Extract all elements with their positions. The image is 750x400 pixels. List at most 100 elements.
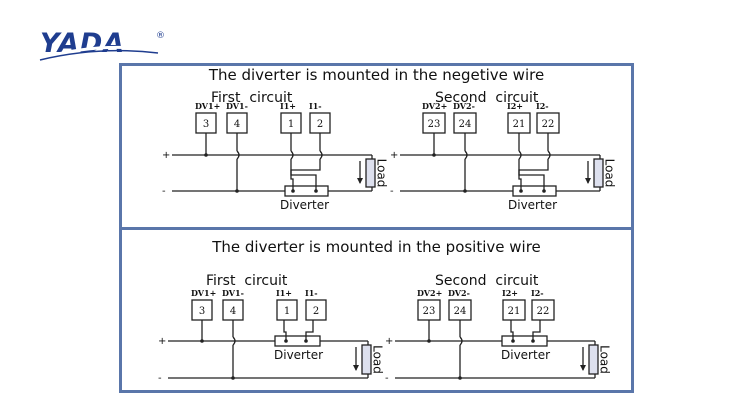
junction-dot	[231, 376, 235, 380]
minus-sign: -	[158, 373, 162, 384]
diverter-label: Diverter	[501, 348, 550, 362]
circuit-title: First circuit	[206, 273, 288, 289]
junction-dot	[427, 339, 431, 343]
junction-dot	[314, 189, 318, 193]
terminal-number-24: 24	[459, 119, 472, 130]
wire-crossover	[459, 336, 463, 346]
terminal-21	[502, 299, 526, 321]
circuit-title: First circuit	[211, 90, 293, 106]
terminal-number-1: 1	[288, 119, 294, 130]
terminal-label-dv1-: DV1-	[222, 288, 244, 298]
load-label: Load	[371, 345, 385, 374]
junction-dot	[204, 153, 208, 157]
terminal-label-dv2-: DV2-	[453, 101, 475, 111]
diverter-shunt	[501, 335, 548, 347]
minus-sign: -	[385, 373, 389, 384]
terminal-label-dv2+: DV2+	[422, 101, 447, 111]
junction-dot	[511, 339, 515, 343]
minus-sign: -	[390, 186, 394, 197]
terminal-label-dv1+: DV1+	[195, 101, 220, 111]
diverter-label: Diverter	[280, 198, 329, 212]
load-resistor	[593, 158, 604, 188]
wire-crossover	[290, 150, 294, 160]
terminal-label-i2+: I2+	[502, 288, 518, 298]
diverter-shunt	[284, 185, 329, 197]
wire-i-minus	[532, 320, 541, 341]
load-resistor	[588, 344, 599, 375]
diverter-shunt	[274, 335, 321, 347]
load-resistor	[365, 158, 376, 188]
wire-crossover	[547, 150, 551, 160]
terminal-number-23: 23	[428, 119, 441, 130]
wire-i-plus	[283, 320, 287, 341]
junction-dot	[284, 339, 288, 343]
terminal-label-dv1-: DV1-	[226, 101, 248, 111]
wire-crossover	[236, 150, 240, 160]
wire-i-plus	[518, 159, 545, 191]
terminal-number-2: 2	[317, 119, 323, 130]
load-resistor	[361, 344, 372, 375]
terminal-22	[531, 299, 555, 321]
terminal-1	[276, 299, 298, 321]
junction-dot	[304, 339, 308, 343]
terminal-label-dv2-: DV2-	[448, 288, 470, 298]
wire-i-plus	[290, 159, 317, 191]
circuit-0-1: Second circuitDV2+23DV2-24I2+21I2-22+-Di…	[390, 90, 617, 212]
registered-mark: ®	[156, 31, 165, 41]
circuit-title: Second circuit	[435, 90, 539, 106]
terminal-label-dv1+: DV1+	[191, 288, 216, 298]
wire-i-minus	[305, 320, 314, 341]
load-label: Load	[603, 159, 617, 188]
load-label: Load	[598, 345, 612, 374]
terminal-number-2: 2	[313, 306, 319, 317]
terminal-label-dv2+: DV2+	[417, 288, 442, 298]
terminal-number-4: 4	[234, 119, 240, 130]
wire-crossover	[319, 150, 323, 160]
diverter-label: Diverter	[274, 348, 323, 362]
terminal-number-1: 1	[284, 306, 290, 317]
diverter-shunt	[512, 185, 557, 197]
terminal-2	[305, 299, 327, 321]
wire-crossover	[464, 150, 468, 160]
terminal-number-23: 23	[423, 306, 436, 317]
terminal-number-22: 22	[537, 306, 550, 317]
minus-sign: -	[162, 186, 166, 197]
plus-sign: +	[390, 150, 398, 161]
junction-dot	[463, 189, 467, 193]
wire-i-plus	[510, 320, 514, 341]
arrow-head-icon	[353, 365, 359, 371]
junction-dot	[519, 189, 523, 193]
wire-crossover	[518, 150, 522, 160]
terminal-number-21: 21	[508, 306, 521, 317]
yada-logo: YADA ®	[39, 28, 165, 61]
plus-sign: +	[385, 336, 393, 347]
terminal-label-i2-: I2-	[531, 288, 544, 298]
terminal-number-21: 21	[513, 119, 526, 130]
terminal-number-22: 22	[542, 119, 555, 130]
junction-dot	[200, 339, 204, 343]
junction-dot	[291, 189, 295, 193]
terminal-label-i1+: I1+	[280, 101, 296, 111]
terminal-label-i2+: I2+	[507, 101, 523, 111]
plus-sign: +	[162, 150, 170, 161]
arrow-head-icon	[357, 178, 363, 184]
terminal-number-24: 24	[454, 306, 467, 317]
junction-dot	[432, 153, 436, 157]
terminal-number-3: 3	[203, 119, 209, 130]
panel-title-negative: The diverter is mounted in the negetive …	[208, 66, 545, 84]
arrow-head-icon	[580, 365, 586, 371]
plus-sign: +	[158, 336, 166, 347]
terminal-number-4: 4	[230, 306, 236, 317]
junction-dot	[531, 339, 535, 343]
junction-dot	[458, 376, 462, 380]
junction-dot	[235, 189, 239, 193]
panel-divider	[119, 227, 634, 230]
circuit-title: Second circuit	[435, 273, 539, 289]
arrow-head-icon	[585, 178, 591, 184]
diverter-label: Diverter	[508, 198, 557, 212]
terminal-label-i1+: I1+	[276, 288, 292, 298]
terminal-label-i1-: I1-	[309, 101, 322, 111]
terminal-number-3: 3	[199, 306, 205, 317]
